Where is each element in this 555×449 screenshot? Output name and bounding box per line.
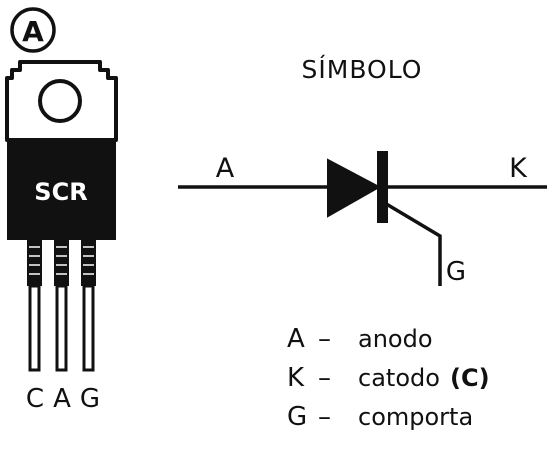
legend-symbol: K xyxy=(287,363,305,393)
anode-terminal-label: A xyxy=(216,153,235,184)
cathode-bar xyxy=(377,151,388,223)
tab-bottom-edge xyxy=(7,138,116,148)
diode-triangle xyxy=(327,158,382,218)
gate-terminal-label: G xyxy=(446,257,466,287)
gate-lead xyxy=(382,200,442,286)
lead-2 xyxy=(54,240,69,372)
scr-package: SCR C A G xyxy=(5,60,118,414)
panel-letter: A xyxy=(22,15,44,48)
pin-label-3: G xyxy=(80,384,100,414)
panel-letter-badge: A xyxy=(10,7,56,53)
legend-dash: – xyxy=(318,363,331,393)
terminal-legend: A – anodo K – catodo (C) G – comporta xyxy=(287,324,490,432)
legend-meaning: catodo xyxy=(358,364,440,392)
legend-row-gate: G – comporta xyxy=(287,402,473,432)
lead-3 xyxy=(81,240,96,372)
mounting-hole xyxy=(38,79,82,123)
legend-meaning: anodo xyxy=(358,325,433,353)
legend-symbol: A xyxy=(287,324,305,354)
package-body xyxy=(7,146,116,240)
legend-dash: – xyxy=(318,324,331,354)
legend-row-anode: A – anodo xyxy=(287,324,433,354)
scr-symbol: SÍMBOLO A K G xyxy=(178,55,547,287)
legend-row-cathode: K – catodo (C) xyxy=(287,363,490,393)
pin-label-2: A xyxy=(53,384,71,414)
legend-dash: – xyxy=(318,402,331,432)
lead-1 xyxy=(27,240,42,372)
pin-label-1: C xyxy=(26,384,44,414)
legend-symbol: G xyxy=(287,402,307,432)
symbol-title: SÍMBOLO xyxy=(302,55,423,84)
legend-suffix: (C) xyxy=(450,364,490,392)
package-marking: SCR xyxy=(34,178,87,206)
legend-meaning: comporta xyxy=(358,403,473,431)
panel-letter-circle xyxy=(10,7,56,53)
cathode-terminal-label: K xyxy=(509,153,528,184)
